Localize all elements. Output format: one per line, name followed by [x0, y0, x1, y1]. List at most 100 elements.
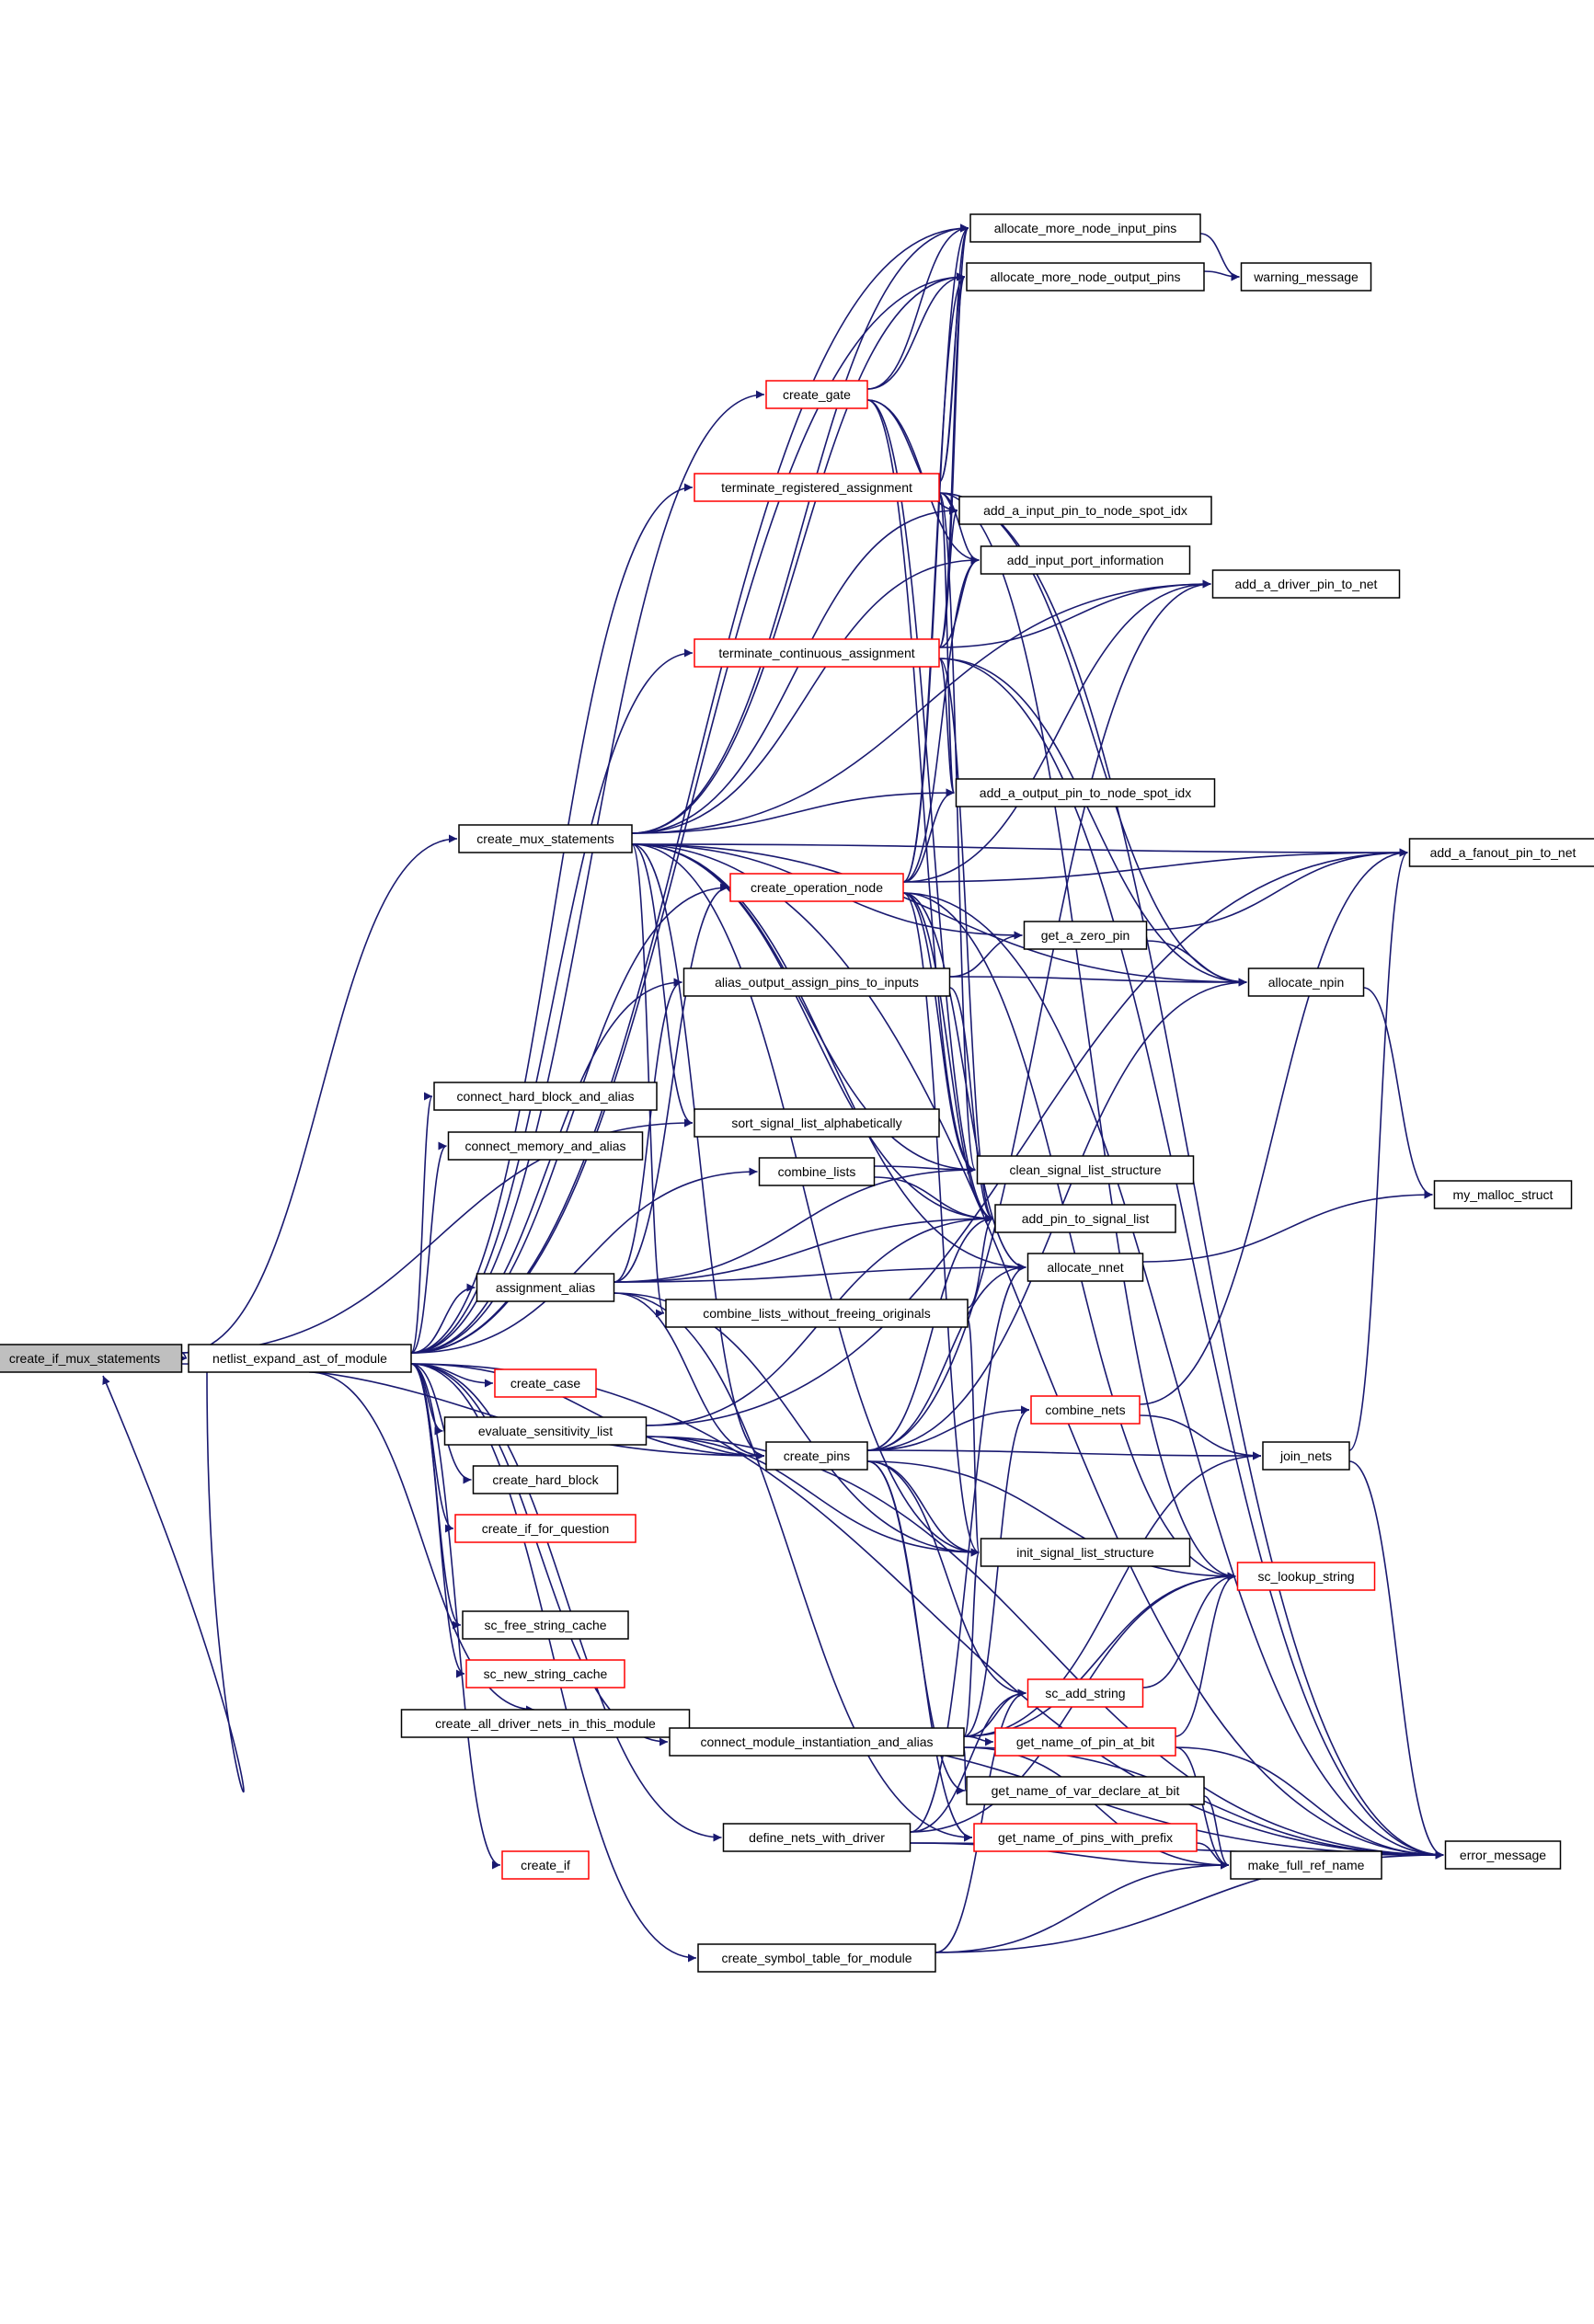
node-label: allocate_more_node_output_pins — [990, 269, 1180, 284]
node-label: sc_add_string — [1045, 1686, 1125, 1700]
node-box — [494, 1368, 597, 1398]
node-create-mux-statements[interactable]: create_mux_statements — [458, 824, 633, 853]
node-allocate-npin[interactable]: allocate_npin — [1247, 967, 1365, 997]
edge-netlist-expand-ast-of-module-to-connect-hard-block-and-alias — [410, 1092, 433, 1354]
node-combine-lists[interactable]: combine_lists — [758, 1157, 876, 1186]
node-box — [465, 1659, 625, 1689]
edge-assignment-alias-to-alias-output-assign-pins-to-inputs — [614, 978, 682, 1283]
node-get-name-of-var-declare-at-bit[interactable]: get_name_of_var_declare_at_bit — [966, 1776, 1205, 1805]
node-box — [1026, 1253, 1144, 1282]
edge-allocate-more-node-input-pins-to-warning-message — [1199, 233, 1240, 281]
node-box — [433, 1082, 658, 1111]
node-sc-add-string[interactable]: sc_add_string — [1026, 1678, 1144, 1708]
node-connect-memory-and-alias[interactable]: connect_memory_and_alias — [447, 1131, 644, 1161]
edge-terminate-continuous-assignment-to-add-a-input-pin-to-node-spot-idx — [938, 506, 958, 648]
node-get-a-zero-pin[interactable]: get_a_zero_pin — [1023, 921, 1148, 950]
node-box — [1247, 967, 1365, 997]
node-create-if[interactable]: create_if — [501, 1850, 590, 1880]
edge-combine-nets-to-join-nets — [1139, 1414, 1262, 1460]
node-create-pins[interactable]: create_pins — [765, 1441, 868, 1471]
node-sc-free-string-cache[interactable]: sc_free_string_cache — [462, 1610, 629, 1640]
node-allocate-more-node-output-pins[interactable]: allocate_more_node_output_pins — [966, 262, 1205, 292]
node-label: evaluate_sensitivity_list — [478, 1424, 613, 1438]
edge-create-mux-statements-to-combine-lists-without-freeing-originals — [631, 843, 665, 1318]
edge-create-operation-node-to-error-message — [902, 892, 1444, 1860]
node-add-a-output-pin-to-node-spot-idx[interactable]: add_a_output_pin_to_node_spot_idx — [955, 778, 1216, 807]
node-get-name-of-pins-with-prefix[interactable]: get_name_of_pins_with_prefix — [973, 1823, 1198, 1852]
node-label: get_name_of_var_declare_at_bit — [992, 1783, 1180, 1798]
node-warning-message[interactable]: warning_message — [1240, 262, 1372, 292]
node-assignment-alias[interactable]: assignment_alias — [476, 1273, 615, 1302]
node-box — [697, 1943, 936, 1973]
node-create-if-for-question[interactable]: create_if_for_question — [454, 1514, 636, 1543]
edge-assignment-alias-to-create-pins — [614, 1292, 765, 1460]
edge-terminate-continuous-assignment-to-add-pin-to-signal-list — [938, 658, 994, 1223]
node-allocate-nnet[interactable]: allocate_nnet — [1026, 1253, 1144, 1282]
node-add-a-fanout-pin-to-net[interactable]: add_a_fanout_pin_to_net — [1408, 838, 1594, 867]
node-terminate-registered-assignment[interactable]: terminate_registered_assignment — [694, 473, 940, 502]
node-add-input-port-information[interactable]: add_input_port_information — [980, 545, 1191, 575]
node-my-malloc-struct[interactable]: my_malloc_struct — [1433, 1180, 1573, 1209]
node-clean-signal-list-structure[interactable]: clean_signal_list_structure — [976, 1155, 1195, 1185]
node-create-if-mux-statements[interactable]: create_if_mux_statements — [0, 1344, 183, 1373]
node-create-all-driver-nets-in-this-module[interactable]: create_all_driver_nets_in_this_module — [400, 1709, 691, 1738]
edge-combine-nets-to-add-a-fanout-pin-to-net — [1139, 848, 1408, 1405]
edge-get-a-zero-pin-to-allocate-npin — [1146, 940, 1247, 987]
node-create-case[interactable]: create_case — [494, 1368, 597, 1398]
node-add-a-driver-pin-to-net[interactable]: add_a_driver_pin_to_net — [1211, 569, 1401, 599]
node-combine-nets[interactable]: combine_nets — [1030, 1395, 1141, 1425]
node-box — [682, 967, 951, 997]
edge-create-pins-to-join-nets — [866, 1449, 1262, 1460]
edge-create-gate-to-allocate-more-node-output-pins — [866, 272, 966, 390]
node-create-symbol-table-for-module[interactable]: create_symbol_table_for_module — [697, 1943, 936, 1973]
edge-create-operation-node-to-allocate-nnet — [902, 892, 1026, 1272]
edge-join-nets-to-error-message — [1348, 1460, 1444, 1860]
node-init-signal-list-structure[interactable]: init_signal_list_structure — [980, 1538, 1191, 1567]
edge-assignment-alias-to-create-operation-node — [614, 883, 729, 1283]
node-box — [1026, 1678, 1144, 1708]
node-get-name-of-pin-at-bit[interactable]: get_name_of_pin_at_bit — [994, 1727, 1176, 1757]
node-box — [458, 824, 633, 853]
node-allocate-more-node-input-pins[interactable]: allocate_more_node_input_pins — [969, 213, 1201, 243]
edge-alias-output-assign-pins-to-inputs-to-add-pin-to-signal-list — [949, 987, 994, 1223]
node-sc-lookup-string[interactable]: sc_lookup_string — [1236, 1562, 1376, 1591]
node-box — [1023, 921, 1148, 950]
node-add-pin-to-signal-list[interactable]: add_pin_to_signal_list — [994, 1204, 1176, 1233]
node-alias-output-assign-pins-to-inputs[interactable]: alias_output_assign_pins_to_inputs — [682, 967, 951, 997]
node-connect-hard-block-and-alias[interactable]: connect_hard_block_and_alias — [433, 1082, 658, 1111]
node-terminate-continuous-assignment[interactable]: terminate_continuous_assignment — [694, 638, 940, 668]
node-label: allocate_nnet — [1047, 1260, 1123, 1275]
node-label: terminate_registered_assignment — [721, 480, 912, 495]
node-box — [758, 1157, 876, 1186]
edge-netlist-expand-ast-of-module-to-allocate-more-node-input-pins — [410, 223, 969, 1354]
edge-alias-output-assign-pins-to-inputs-to-allocate-npin — [949, 976, 1247, 987]
node-connect-module-instantiation-and-alias[interactable]: connect_module_instantiation_and_alias — [669, 1727, 965, 1757]
node-label: connect_memory_and_alias — [464, 1139, 625, 1153]
node-label: combine_nets — [1045, 1402, 1125, 1417]
node-label: create_all_driver_nets_in_this_module — [435, 1716, 656, 1731]
edge-create-operation-node-to-clean-signal-list-structure — [902, 892, 976, 1174]
node-label: create_if_mux_statements — [9, 1351, 160, 1366]
node-create-gate[interactable]: create_gate — [765, 380, 868, 409]
node-add-a-input-pin-to-node-spot-idx[interactable]: add_a_input_pin_to_node_spot_idx — [958, 496, 1212, 525]
node-box — [462, 1610, 629, 1640]
node-create-hard-block[interactable]: create_hard_block — [472, 1465, 619, 1494]
node-error-message[interactable]: error_message — [1444, 1840, 1562, 1870]
node-combine-lists-without-freeing-originals[interactable]: combine_lists_without_freeing_originals — [665, 1299, 969, 1328]
node-sc-new-string-cache[interactable]: sc_new_string_cache — [465, 1659, 625, 1689]
node-join-nets[interactable]: join_nets — [1262, 1441, 1350, 1471]
node-box — [0, 1344, 183, 1373]
node-create-operation-node[interactable]: create_operation_node — [729, 873, 904, 902]
edge-netlist-expand-ast-of-module-to-create-hard-block — [410, 1363, 472, 1484]
edge-create-mux-statements-to-init-signal-list-structure — [631, 843, 980, 1557]
edge-create-pins-to-sc-lookup-string — [866, 1460, 1236, 1581]
node-evaluate-sensitivity-list[interactable]: evaluate_sensitivity_list — [443, 1416, 648, 1446]
edge-netlist-expand-ast-of-module-to-create-pins — [410, 1363, 765, 1460]
node-sort-signal-list-alphabetically[interactable]: sort_signal_list_alphabetically — [694, 1108, 940, 1138]
node-label: create_gate — [783, 387, 851, 402]
edge-netlist-expand-ast-of-module-to-connect-memory-and-alias — [410, 1141, 447, 1354]
node-netlist-expand-ast-of-module[interactable]: netlist_expand_ast_of_module — [188, 1344, 412, 1373]
node-box — [400, 1709, 691, 1738]
node-define-nets-with-driver[interactable]: define_nets_with_driver — [722, 1823, 912, 1852]
node-make-full-ref-name[interactable]: make_full_ref_name — [1230, 1850, 1382, 1880]
